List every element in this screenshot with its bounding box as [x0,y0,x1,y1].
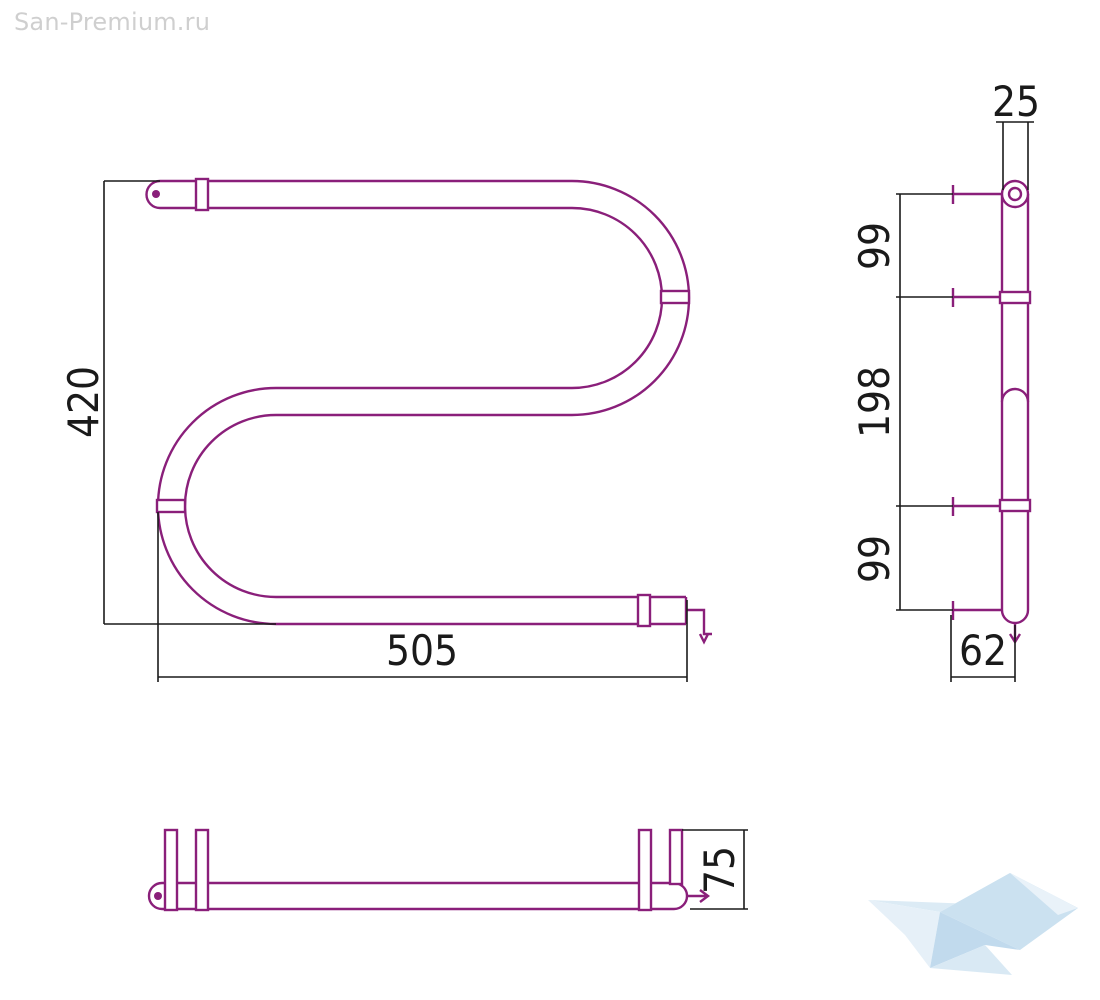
side-view: 99 198 99 25 62 [850,77,1040,682]
segment-bottom-label: 99 [850,535,899,583]
side-clamp [998,290,1032,305]
side-pipe [998,179,1032,645]
mount-clamp [155,498,187,514]
depth-label: 75 [695,846,744,894]
top-pipe-body [162,881,689,911]
top-depth-dimension: 75 [682,829,748,910]
top-view: 75 [147,828,748,912]
height-dimension: 420 [59,180,276,625]
mount-clamp [659,289,691,305]
segment-middle-label: 198 [850,366,899,438]
bird-logo-icon [868,873,1078,975]
bottom-width-label: 62 [959,626,1007,675]
height-label: 420 [59,366,108,438]
width-dimension: 505 [157,512,688,682]
side-bottom-dimension: 62 [950,615,1016,682]
side-top-dimension: 25 [992,77,1040,190]
side-pipe-body [1000,194,1030,625]
side-vertical-dimensions: 99 198 99 [850,193,953,611]
mount-clamp [636,593,652,628]
watermark-text: San-Premium.ru [14,8,211,36]
top-outlet [686,889,710,903]
s-pipe [145,177,712,645]
side-pipe-top-hole [1007,186,1023,202]
top-width-label: 25 [992,77,1040,126]
wall-brackets [951,185,1002,620]
side-pipe-bend [1000,387,1030,403]
segment-top-label: 99 [850,222,899,270]
top-pipe-end-dot [154,892,162,900]
pipe-outer-edge [156,206,686,626]
side-clamp [998,498,1032,513]
front-view: 420 505 [59,177,712,682]
top-brackets [163,828,684,912]
pipe-inner-edge [160,179,691,599]
pipe-outlet-tail [686,608,712,636]
pipe-outlet-arrow [698,633,710,645]
mount-clamp [194,177,210,212]
pipe-end-dot [152,190,160,198]
side-pipe-top-ring [1000,179,1030,209]
width-label: 505 [386,626,458,675]
